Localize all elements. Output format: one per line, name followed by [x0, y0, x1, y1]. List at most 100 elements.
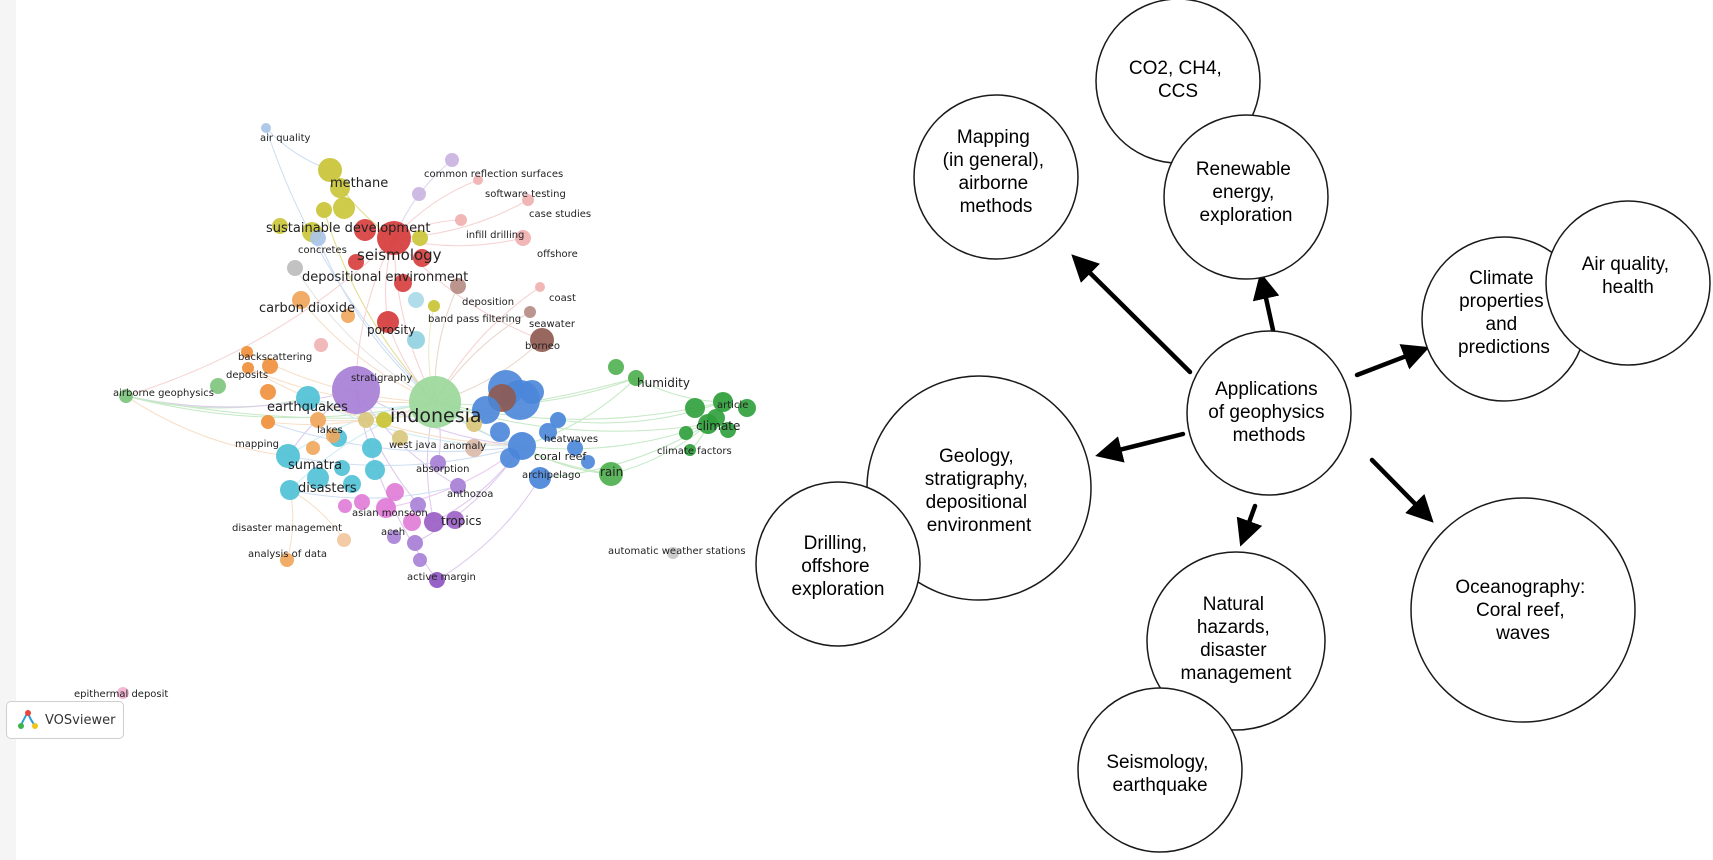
kw-node-earthquakes	[296, 386, 320, 410]
label-drilling: Drilling, offshore exploration	[792, 533, 885, 600]
network-node	[354, 494, 370, 510]
bubble-airquality	[1545, 200, 1711, 366]
kw-node-disaster-management	[337, 533, 351, 547]
label-airquality: Air quality, health	[1582, 254, 1675, 298]
kw-label-porosity: porosity	[367, 323, 415, 337]
kw-node-heatwaves	[550, 412, 566, 428]
network-node	[260, 384, 276, 400]
kw-label-analysis-of-data: analysis of data	[248, 549, 327, 560]
network-link	[307, 397, 523, 447]
network-node	[343, 475, 361, 493]
kw-label-depositional-environment: depositional environment	[302, 270, 468, 285]
network-node	[262, 358, 278, 374]
network-node	[412, 187, 426, 201]
bubble-seismology	[1077, 687, 1243, 853]
network-link	[436, 477, 541, 581]
network-node	[407, 331, 425, 349]
bubble-mapping	[913, 94, 1079, 260]
vosviewer-logo-icon	[18, 709, 38, 729]
kw-node-deposits	[242, 362, 254, 374]
kw-node-epithermal-deposit	[117, 687, 129, 699]
kw-node-climate-factors	[684, 444, 696, 456]
vosviewer-badge[interactable]: VOSviewer	[6, 701, 124, 739]
kw-label-sumatra: sumatra	[288, 458, 342, 473]
kw-label-seismology: seismology	[357, 246, 442, 264]
label-oceanography: Oceanography: Coral reef, waves	[1455, 577, 1590, 644]
label-center: Applications of geophysics methods	[1208, 379, 1329, 446]
kw-node-band-pass-filtering	[428, 300, 440, 312]
kw-label-band-pass-filtering: band pass filtering	[428, 314, 521, 325]
network-node	[358, 412, 374, 428]
bubble-hazards	[1146, 551, 1326, 731]
bubble-drilling	[755, 481, 921, 647]
kw-label-tropics: tropics	[441, 514, 482, 528]
kw-label-coral-reef: coral reef	[534, 450, 587, 463]
kw-node-infill-drilling	[455, 214, 467, 226]
network-nodes	[117, 123, 756, 699]
kw-label-epithermal-deposit: epithermal deposit	[74, 689, 168, 700]
network-link	[521, 377, 637, 447]
network-node	[410, 497, 426, 513]
network-link	[289, 485, 459, 499]
label-renewable: Renewable energy, exploration	[1196, 159, 1296, 226]
kw-label-humidity: humidity	[637, 376, 690, 390]
arrow-to-mapping	[1071, 254, 1193, 375]
kw-label-coast: coast	[549, 293, 576, 304]
network-node	[272, 218, 288, 234]
kw-node-porosity	[377, 311, 399, 333]
network-node	[581, 455, 595, 469]
applications-concept-map: CO2, CH4, CCS Renewable energy, explorat…	[755, 0, 1711, 853]
kw-node-coral-reef	[508, 432, 536, 460]
keyword-cooccurrence-network: air quality methane common reflection su…	[74, 123, 756, 700]
network-node	[326, 429, 340, 443]
kw-label-sustainable-development: sustainable development	[266, 221, 430, 236]
arrow-to-climate	[1354, 344, 1430, 378]
network-node	[490, 422, 510, 442]
kw-node-rain	[599, 462, 623, 486]
network-node	[520, 380, 544, 404]
concept-arrows	[1071, 254, 1434, 547]
kw-label-asian-monsoon: asian monsoon	[352, 508, 428, 519]
kw-label-absorption: absorption	[416, 464, 469, 475]
network-node	[348, 254, 364, 270]
network-node	[314, 338, 328, 352]
label-hazards: Natural hazards, disaster management	[1181, 594, 1293, 684]
arrow-to-hazards	[1236, 503, 1263, 547]
kw-label-disasters: disasters	[298, 481, 357, 496]
network-node	[365, 460, 385, 480]
kw-label-aceh: aceh	[381, 527, 405, 538]
kw-node-coast	[535, 282, 545, 292]
kw-label-common-reflection-surfaces: common reflection surfaces	[424, 169, 563, 180]
kw-node-stratigraphy	[332, 366, 380, 414]
kw-node-anthozoa	[450, 478, 466, 494]
kw-label-active-margin: active margin	[407, 572, 476, 583]
network-node	[307, 467, 329, 489]
network-node	[330, 178, 350, 198]
network-node	[334, 460, 350, 476]
network-node	[386, 483, 404, 501]
network-link	[125, 237, 395, 397]
kw-node-depositional-environment	[287, 260, 303, 276]
kw-label-heatwaves: heatwaves	[544, 434, 598, 445]
kw-node-west-java	[376, 412, 392, 428]
kw-label-case-studies: case studies	[529, 209, 591, 220]
concept-bubbles	[755, 0, 1711, 853]
bubble-center	[1186, 330, 1352, 496]
kw-label-carbon-dioxide: carbon dioxide	[259, 301, 355, 316]
network-node	[412, 230, 428, 246]
network-node	[354, 219, 376, 241]
kw-node-seawater	[524, 306, 536, 318]
kw-node-lakes	[310, 412, 326, 428]
concept-bubble-labels: CO2, CH4, CCS Renewable energy, explorat…	[792, 58, 1675, 796]
arrow-to-geology	[1095, 431, 1186, 463]
network-node	[685, 398, 705, 418]
kw-label-rain: rain	[600, 465, 623, 479]
kw-node-airborne-geophysics	[119, 389, 133, 403]
kw-node-seismology	[377, 221, 411, 255]
network-node	[465, 439, 483, 457]
network-link	[287, 445, 523, 466]
label-climate: Climate properties and predictions	[1458, 268, 1550, 358]
network-node	[387, 530, 401, 544]
network-link	[434, 401, 709, 432]
